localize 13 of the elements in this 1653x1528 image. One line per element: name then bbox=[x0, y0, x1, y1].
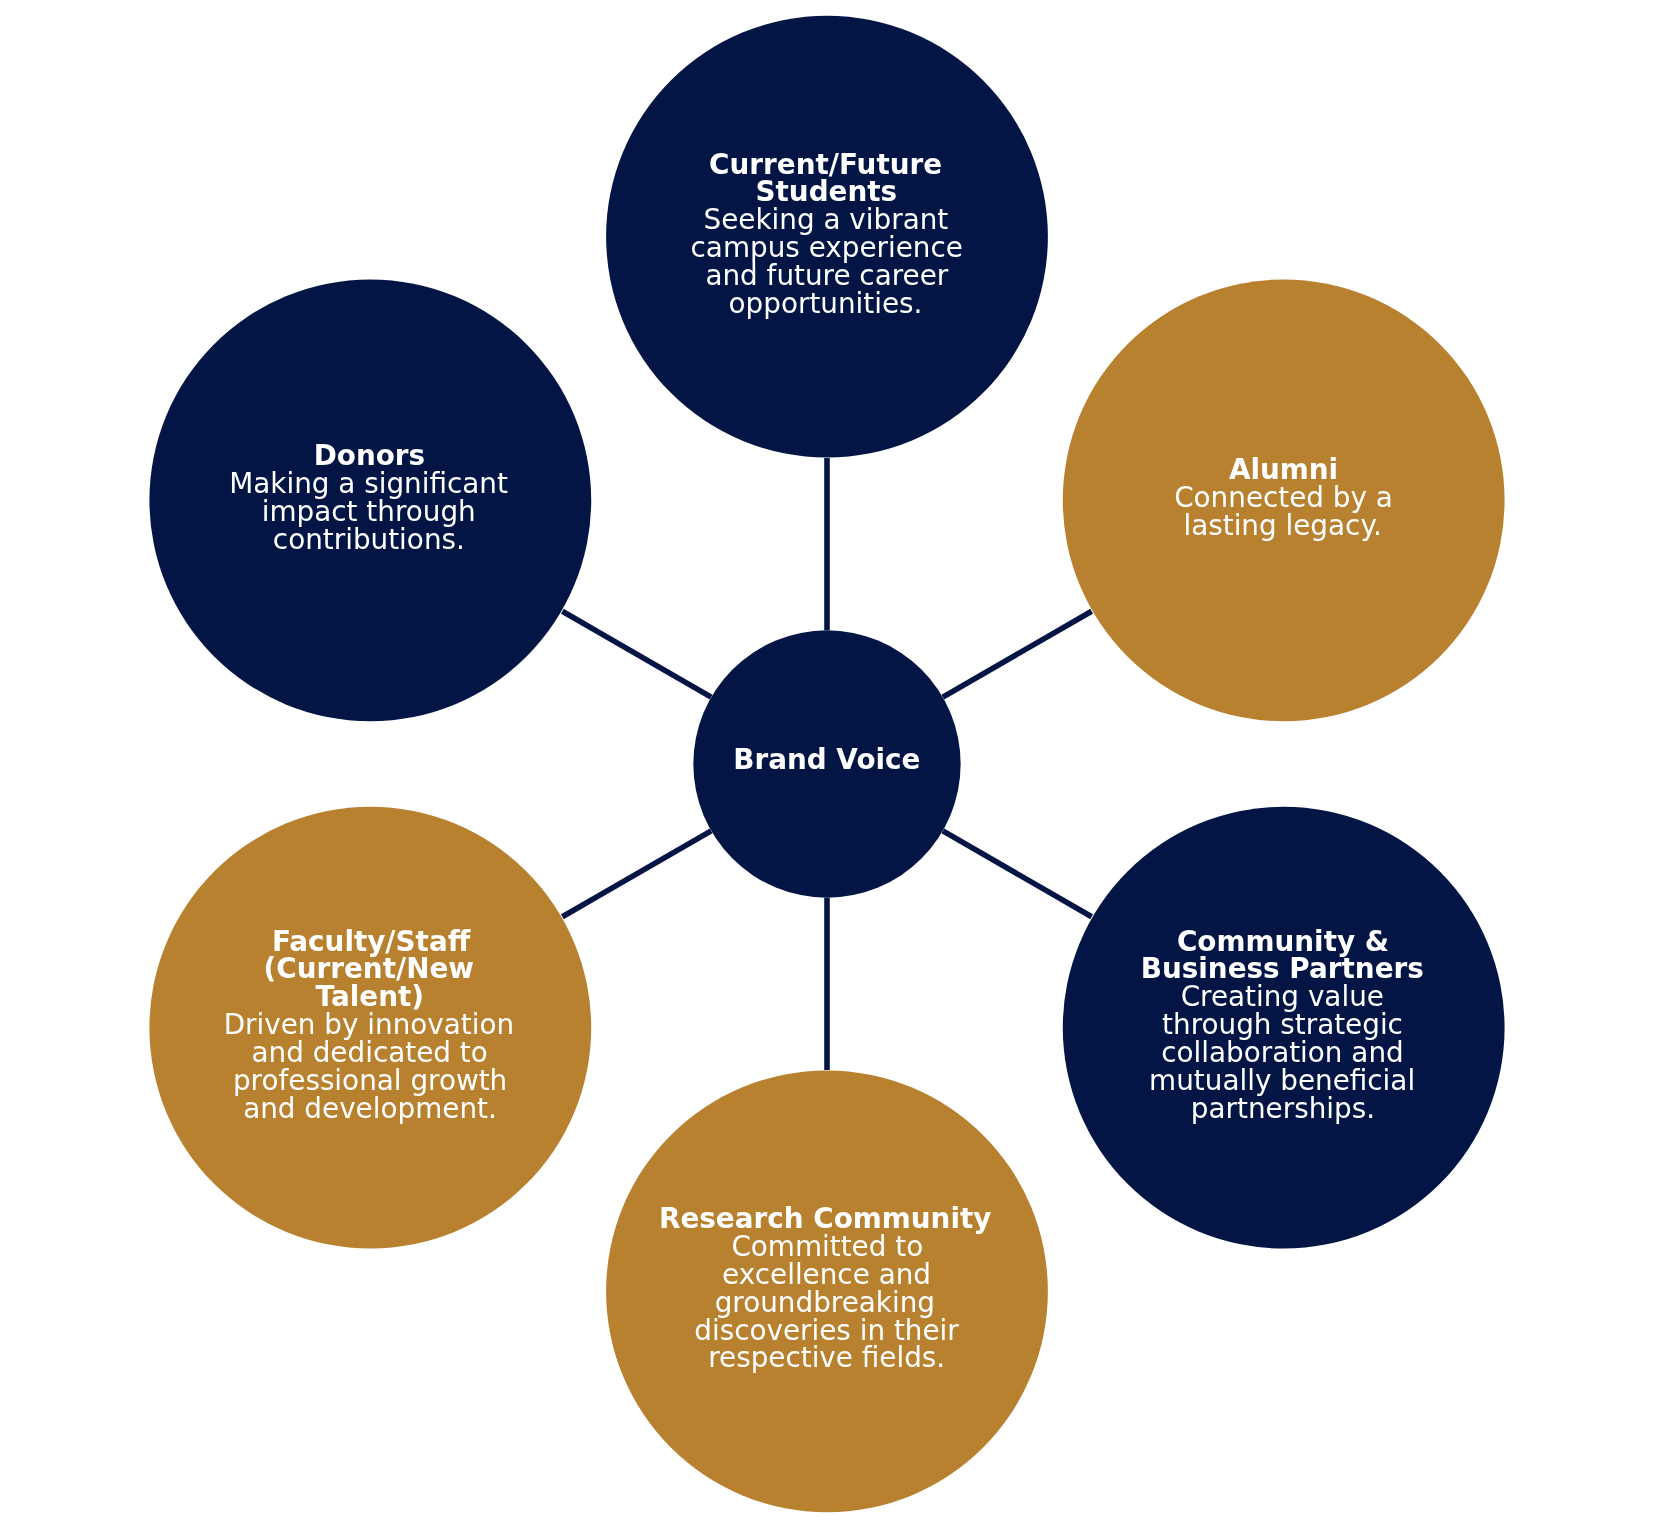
node-circle: Brand Voice bbox=[692, 630, 961, 898]
node-circle: Current/Future Students Seeking a vibrant campus experience and future career opportunities. bbox=[605, 15, 1048, 458]
node-circle: Research Community Committed to excellence and groundbreaking discoveries in their respective fields. bbox=[605, 1070, 1048, 1513]
node-circle: Alumni Connected by a lasting legacy. bbox=[1062, 279, 1505, 722]
connector bbox=[940, 828, 1093, 920]
connector bbox=[823, 457, 830, 631]
node-circle: Faculty/Staff (Current/New Talent) Driven by innovation and dedicated to professional growth and development. bbox=[148, 806, 591, 1249]
node-circle: Community & Business Partners Creating value through strategic collaboration and mutually beneficial partnerships. bbox=[1062, 806, 1505, 1249]
connector bbox=[560, 828, 713, 920]
connector bbox=[823, 897, 830, 1071]
connector bbox=[560, 608, 713, 700]
connector bbox=[940, 608, 1093, 700]
node-circle: Donors Making a significant impact through contributions. bbox=[148, 279, 591, 722]
